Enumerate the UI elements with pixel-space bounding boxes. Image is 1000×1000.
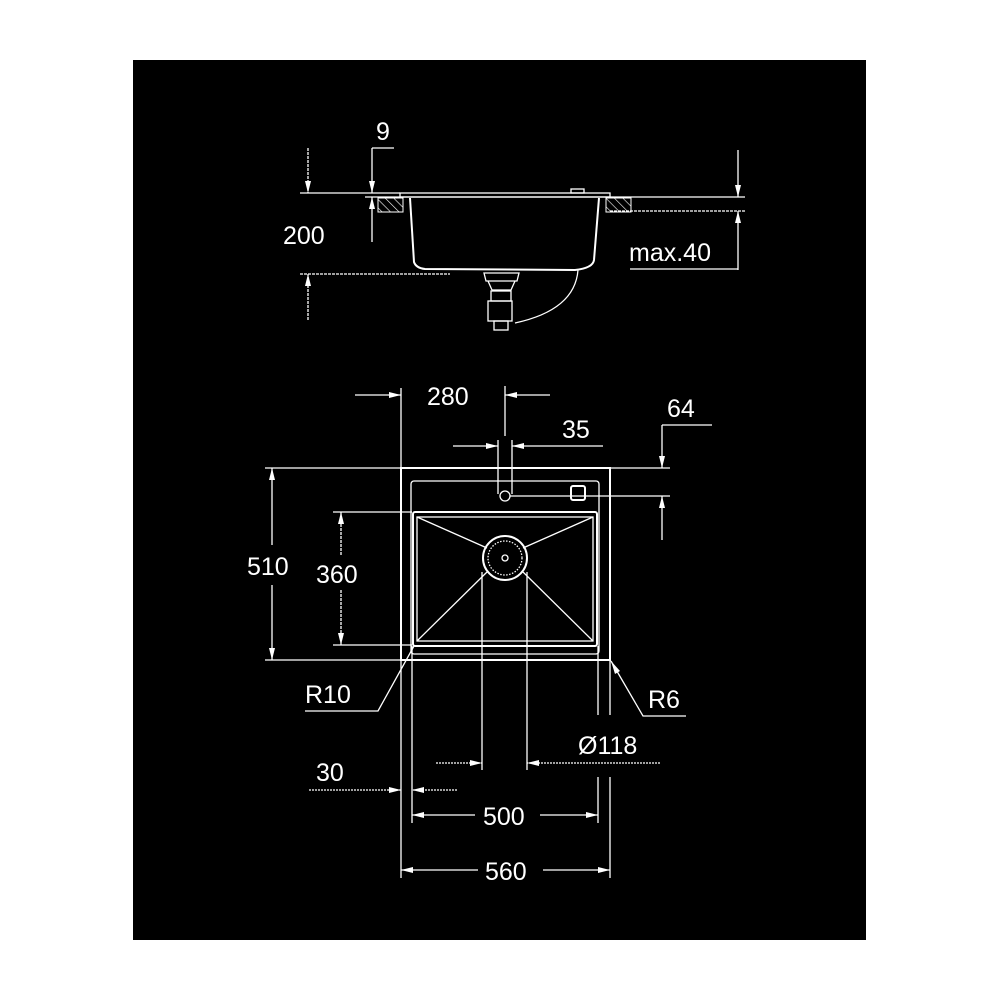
radius-inner-label: R10	[305, 681, 351, 709]
dim-tap-from-edge-label: 64	[667, 395, 695, 423]
sink-bowl-profile	[409, 197, 600, 272]
dim-drain-label: Ø118	[578, 732, 637, 760]
sink-rim	[399, 192, 611, 198]
top-view: 280 35 64 510 360 R10 R6	[247, 383, 712, 886]
drain	[482, 535, 528, 581]
overflow-button	[570, 485, 586, 501]
countertop-section-left	[377, 197, 404, 213]
dim-bowl-depth-label: 360	[316, 561, 358, 589]
bowl-outline	[412, 511, 598, 647]
dim-rim-label: 30	[316, 759, 344, 787]
dim-countertop-label: max.40	[629, 239, 711, 267]
dim-outer-width-label: 560	[485, 858, 527, 886]
dim-bowl-width-label: 500	[483, 803, 525, 831]
dim-tap-offset-label: 280	[427, 383, 469, 411]
dim-depth-label: 200	[283, 222, 325, 250]
side-view: 9 200 max.40	[283, 118, 745, 331]
dim-tap-hole-label: 35	[562, 416, 590, 444]
dim-lip-label: 9	[376, 118, 390, 146]
dim-outer-depth-label: 510	[247, 553, 289, 581]
drawing-background	[133, 60, 866, 940]
overflow-hose	[514, 269, 579, 324]
countertop-section-right	[605, 197, 632, 213]
radius-outer-label: R6	[648, 686, 680, 714]
